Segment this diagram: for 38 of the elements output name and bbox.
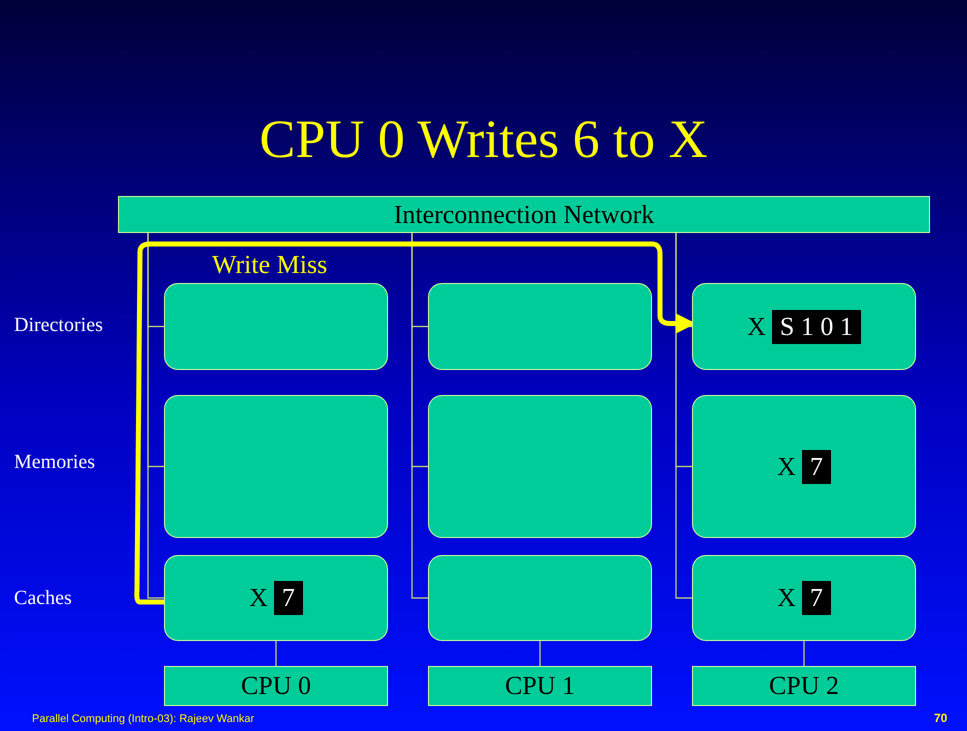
variable-name: X [249,583,268,613]
memory-box [164,395,388,538]
cpu-label: CPU 0 [240,671,312,701]
row-label: Caches [14,587,72,610]
cache-box [164,555,388,641]
row-label: Directories [14,314,103,337]
cpu-box [692,666,916,706]
value-field: 7 [802,581,831,615]
bus-line [675,233,692,599]
network-bar [118,196,930,233]
value-field: S 1 0 1 [772,310,861,344]
bus-line [275,641,277,666]
row-label: Memories [14,451,96,474]
cpu-label: CPU 2 [768,671,840,701]
bus-line [803,641,805,666]
network-label: Interconnection Network [394,200,654,230]
edge-label: Write Miss [212,250,328,280]
cpu-box [428,666,652,706]
directory-box [164,283,388,370]
value-field: 7 [274,581,303,615]
footer-text: Parallel Computing (Intro-03): Rajeev Wankar [32,713,254,725]
directory-box [692,283,916,370]
cache-box [692,555,916,641]
directory-box [428,283,652,370]
variable-name: X [777,583,796,613]
variable-name: X [747,312,766,342]
slide-title: CPU 0 Writes 6 to X [258,108,709,170]
cache-box [428,555,652,641]
variable-name: X [777,452,796,482]
memory-box [428,395,652,538]
value-field: 7 [802,450,831,484]
memory-box [692,395,916,538]
cpu-box [164,666,388,706]
cpu-label: CPU 1 [504,671,576,701]
bus-line [147,233,164,599]
page-number: 70 [934,711,948,725]
bus-line [539,641,541,666]
bus-line [411,233,428,599]
